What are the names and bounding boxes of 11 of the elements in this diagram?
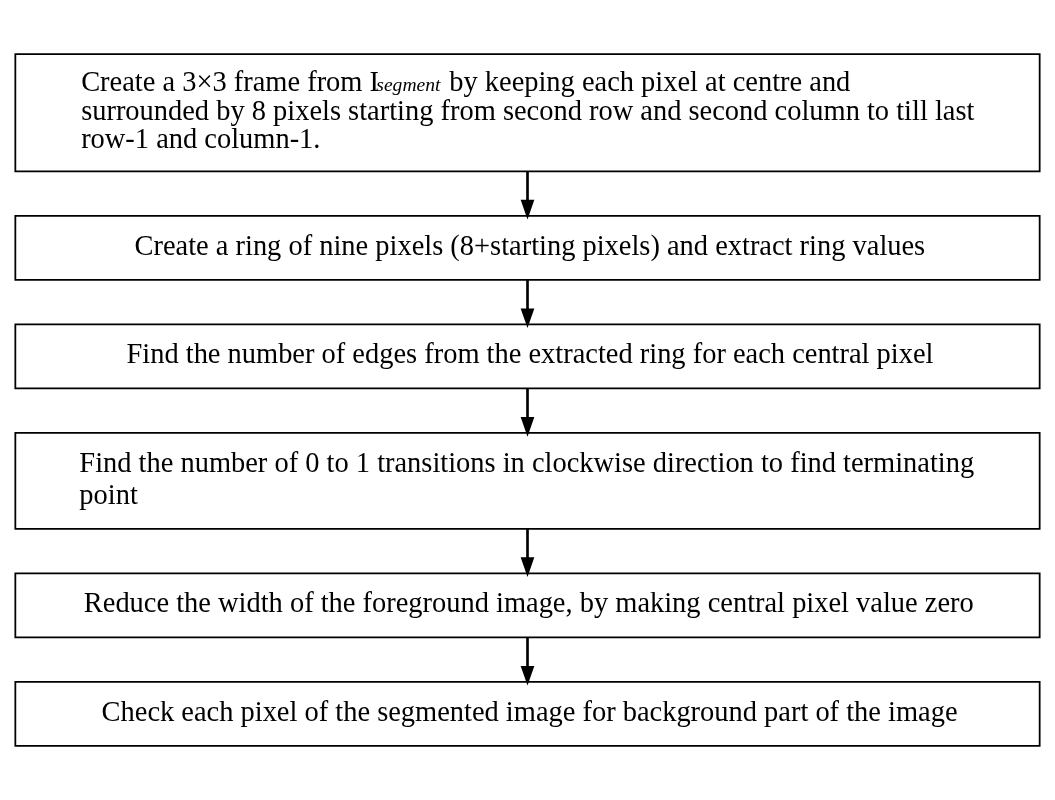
arrow	[520, 171, 535, 220]
node-box: Create a ring of nine pixels (8+starting pixels) and extract ring values	[14, 215, 1041, 281]
node-box: Find the number of edges from the extracted ring for each central pixel	[14, 323, 1041, 390]
arrow	[520, 280, 535, 329]
node-box: Check each pixel of the segmented image for background part of the image	[14, 681, 1041, 747]
arrow	[520, 637, 535, 686]
node-box: Reduce the width of the foreground image, by making central pixel value zero	[14, 572, 1041, 639]
node-box: Create a 3×3 frame from Isegment by keeping each pixel at centre and surrounded by 8 pixels starting from second row and second column to till last row-1 and column-1.	[14, 53, 1041, 173]
arrow	[520, 529, 535, 577]
arrow	[520, 388, 535, 437]
node-box: Find the number of 0 to 1 transitions in clockwise direction to find terminating point	[14, 432, 1041, 530]
